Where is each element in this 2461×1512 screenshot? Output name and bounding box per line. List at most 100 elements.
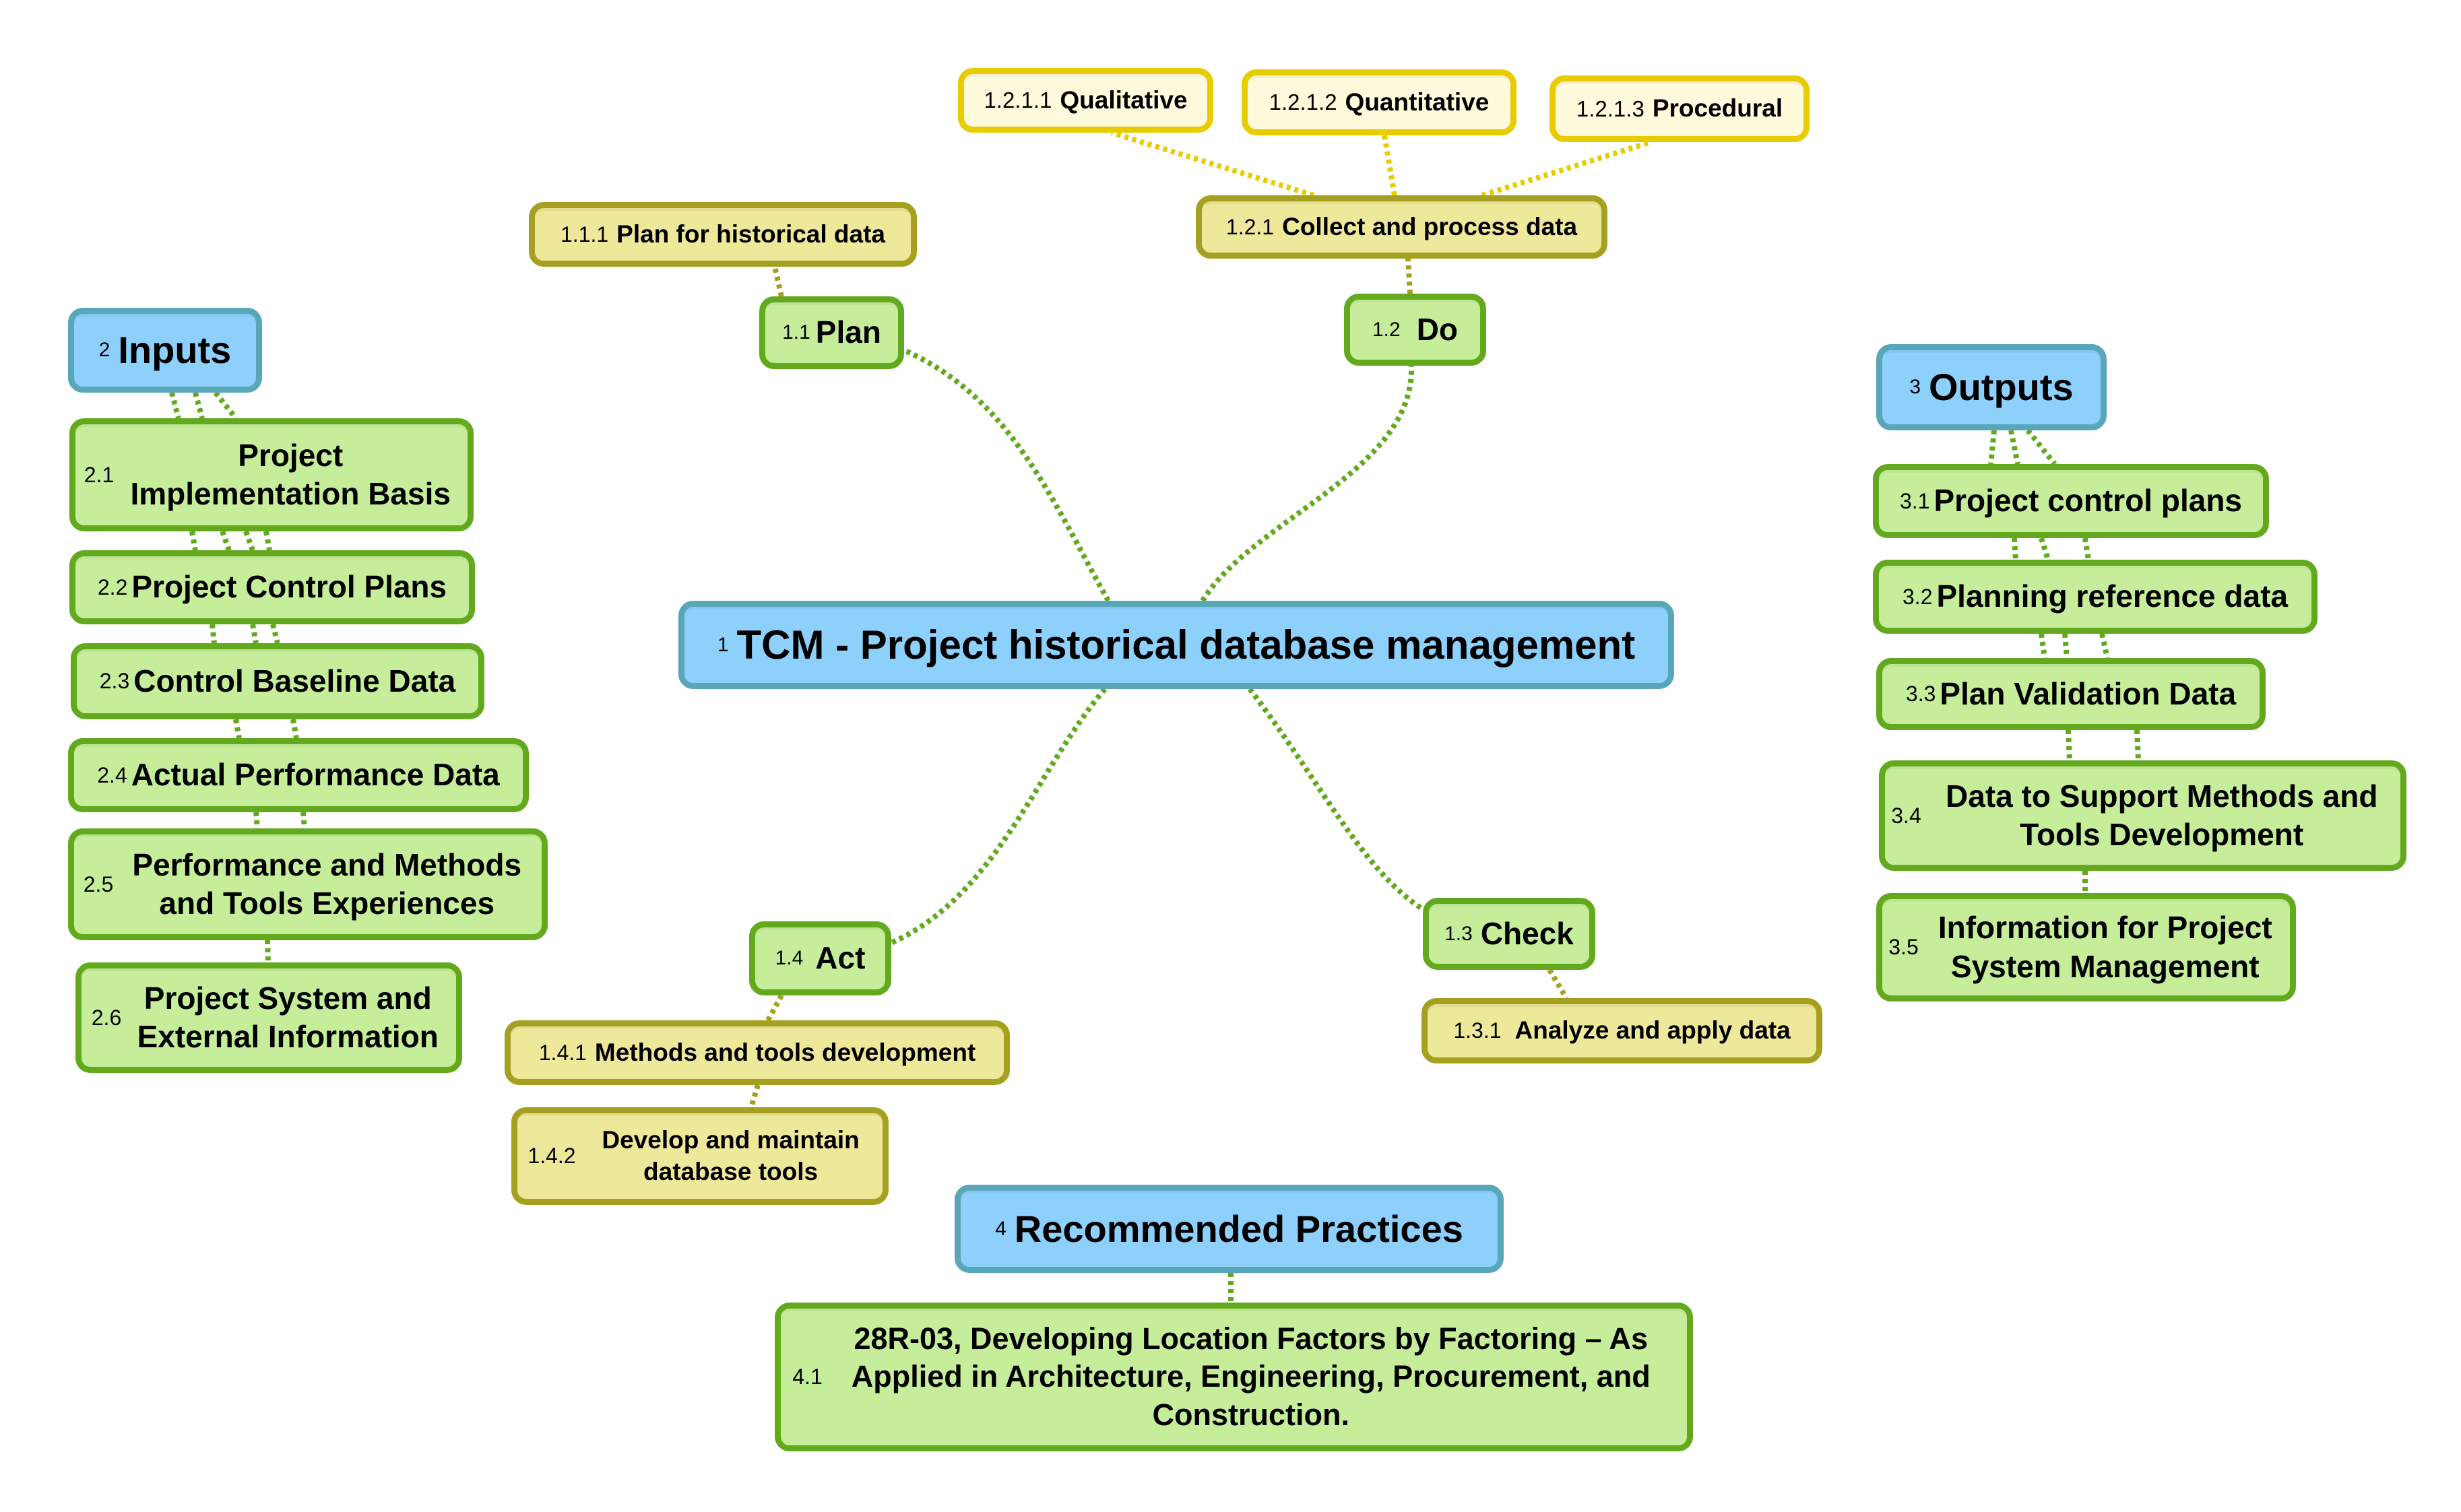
node-input-2-5[interactable]: 2.5 Performance and Methods and Tools Ex… bbox=[68, 828, 548, 940]
node-output-3-3[interactable]: 3.3 Plan Validation Data bbox=[1876, 658, 2266, 730]
node-collect-and-process-data[interactable]: 1.2.1 Collect and process data bbox=[1196, 195, 1607, 259]
node-recommended-practices[interactable]: 4 Recommended Practices bbox=[955, 1185, 1504, 1273]
link-3.3-3.4 bbox=[2066, 729, 2141, 761]
root-node[interactable]: 1 TCM - Project historical database mana… bbox=[678, 601, 1674, 689]
link-root-do bbox=[1200, 365, 1415, 603]
link-outputs-items bbox=[1988, 428, 2057, 466]
node-label: Develop and maintain database tools bbox=[602, 1126, 860, 1185]
node-number: 2.4 bbox=[97, 762, 127, 787]
node-label: Performance and Methods and Tools Experi… bbox=[132, 847, 522, 921]
link-root-plan bbox=[903, 348, 1111, 602]
node-develop-and-maintain-database-tools[interactable]: 1.4.2 Develop and maintain database tool… bbox=[511, 1107, 889, 1205]
node-output-3-4[interactable]: 3.4 Data to Support Methods and Tools De… bbox=[1879, 760, 2406, 871]
link-check-1.3.1 bbox=[1547, 968, 1569, 1000]
node-methods-and-tools-development[interactable]: 1.4.1 Methods and tools development bbox=[505, 1020, 1010, 1085]
node-input-2-1[interactable]: 2.1 Project Implementation Basis bbox=[69, 418, 474, 531]
node-label: Do bbox=[1416, 311, 1459, 347]
node-input-2-6[interactable]: 2.6 Project System and External Informat… bbox=[75, 962, 462, 1073]
node-input-2-4[interactable]: 2.4 Actual Performance Data bbox=[68, 738, 529, 812]
node-label: Information for Project System Managemen… bbox=[1938, 910, 2272, 984]
node-label: Quantitative bbox=[1345, 88, 1490, 116]
node-label: Recommended Practices bbox=[1014, 1207, 1463, 1250]
node-number: 3.2 bbox=[1903, 584, 1933, 609]
link-1.4.1-1.4.2 bbox=[748, 1084, 761, 1109]
node-label: Project Control Plans bbox=[131, 569, 447, 605]
node-number: 1 bbox=[717, 633, 729, 656]
node-number: 2.6 bbox=[91, 1005, 122, 1030]
node-number: 2.3 bbox=[99, 669, 130, 693]
node-number: 1.2.1 bbox=[1225, 214, 1275, 239]
node-inputs[interactable]: 2 Inputs bbox=[68, 308, 262, 393]
node-output-3-2[interactable]: 3.2 Planning reference data bbox=[1873, 560, 2318, 634]
node-input-2-2[interactable]: 2.2 Project Control Plans bbox=[69, 550, 475, 624]
node-label: Plan bbox=[815, 315, 881, 350]
node-label: Planning reference data bbox=[1936, 579, 2288, 614]
node-label: Project System and External Information bbox=[137, 980, 439, 1055]
node-label: Project Implementation Basis bbox=[130, 437, 451, 512]
node-plan-for-historical-data[interactable]: 1.1.1 Plan for historical data bbox=[529, 202, 917, 267]
node-check[interactable]: 1.3 Check bbox=[1423, 898, 1595, 970]
node-number: 3 bbox=[1909, 376, 1921, 398]
link-3.1-3.2 bbox=[2012, 537, 2091, 561]
node-number: 1.3 bbox=[1444, 922, 1473, 945]
node-label: Analyze and apply data bbox=[1514, 1016, 1791, 1045]
node-number: 4.1 bbox=[792, 1365, 823, 1389]
node-rp-4-1[interactable]: 4.1 28R-03, Developing Location Factors … bbox=[775, 1303, 1693, 1451]
node-analyze-and-apply-data[interactable]: 1.3.1 Analyze and apply data bbox=[1421, 998, 1822, 1063]
node-qualitative[interactable]: 1.2.1.1 Qualitative bbox=[958, 68, 1213, 133]
node-label: Outputs bbox=[1929, 366, 2074, 408]
node-number: 2.1 bbox=[84, 462, 115, 487]
node-label: 28R-03, Developing Location Factors by F… bbox=[851, 1321, 1651, 1432]
node-label: Project control plans bbox=[1933, 483, 2242, 519]
node-label: Check bbox=[1480, 915, 1574, 951]
node-number: 3.3 bbox=[1905, 682, 1936, 706]
node-number: 3.5 bbox=[1888, 935, 1919, 959]
link-2.2-2.3 bbox=[210, 624, 280, 644]
node-number: 1.4.1 bbox=[538, 1040, 587, 1065]
link-1.2.1-1.2.1.1 bbox=[1110, 130, 1315, 198]
node-number: 2.5 bbox=[83, 872, 114, 896]
node-output-3-1[interactable]: 3.1 Project control plans bbox=[1873, 464, 2269, 538]
node-input-2-3[interactable]: 2.3 Control Baseline Data bbox=[71, 643, 484, 719]
node-quantitative[interactable]: 1.2.1.2 Quantitative bbox=[1242, 69, 1516, 135]
link-root-check bbox=[1247, 687, 1425, 912]
link-2.4-2.5 bbox=[253, 812, 307, 829]
node-number: 1.4 bbox=[775, 947, 804, 969]
node-label: TCM - Project historical database manage… bbox=[736, 622, 1636, 667]
node-number: 1.2.1.1 bbox=[984, 88, 1052, 112]
node-label: Actual Performance Data bbox=[131, 757, 500, 793]
link-act-1.4.1 bbox=[765, 994, 784, 1022]
node-label: Act bbox=[815, 940, 866, 976]
node-outputs[interactable]: 3 Outputs bbox=[1876, 344, 2107, 430]
node-label: Plan for historical data bbox=[616, 220, 886, 248]
node-number: 3.4 bbox=[1891, 803, 1921, 828]
link-inputs-items bbox=[169, 391, 238, 420]
node-label: Collect and process data bbox=[1282, 212, 1578, 240]
node-label: Inputs bbox=[118, 329, 232, 371]
node-number: 4 bbox=[995, 1217, 1006, 1240]
link-root-act bbox=[890, 687, 1108, 946]
node-label: Methods and tools development bbox=[594, 1038, 976, 1066]
node-number: 2.2 bbox=[97, 574, 128, 599]
node-label: Qualitative bbox=[1060, 86, 1188, 114]
link-1.2.1-1.2.1.2 bbox=[1382, 135, 1397, 196]
node-act[interactable]: 1.4 Act bbox=[749, 921, 891, 995]
node-number: 2 bbox=[98, 339, 110, 361]
link-2.5-2.6 bbox=[265, 940, 271, 963]
node-number: 1.4.2 bbox=[528, 1144, 576, 1168]
node-plan[interactable]: 1.1 Plan bbox=[759, 296, 904, 369]
node-label: Procedural bbox=[1652, 94, 1783, 123]
node-number: 1.2 bbox=[1372, 318, 1401, 341]
link-3.2-3.3 bbox=[2039, 633, 2110, 659]
node-number: 3.1 bbox=[1899, 488, 1930, 513]
node-do[interactable]: 1.2 Do bbox=[1344, 294, 1486, 366]
node-number: 1.1.1 bbox=[560, 222, 609, 246]
node-label: Control Baseline Data bbox=[133, 663, 456, 698]
node-procedural[interactable]: 1.2.1.3 Procedural bbox=[1549, 75, 1810, 142]
node-number: 1.2.1.3 bbox=[1576, 96, 1644, 121]
node-label: Plan Validation Data bbox=[1940, 676, 2237, 711]
node-output-3-5[interactable]: 3.5 Information for Project System Manag… bbox=[1876, 893, 2296, 1001]
node-number: 1.3.1 bbox=[1453, 1018, 1502, 1043]
link-plan-1.1.1 bbox=[772, 266, 784, 297]
